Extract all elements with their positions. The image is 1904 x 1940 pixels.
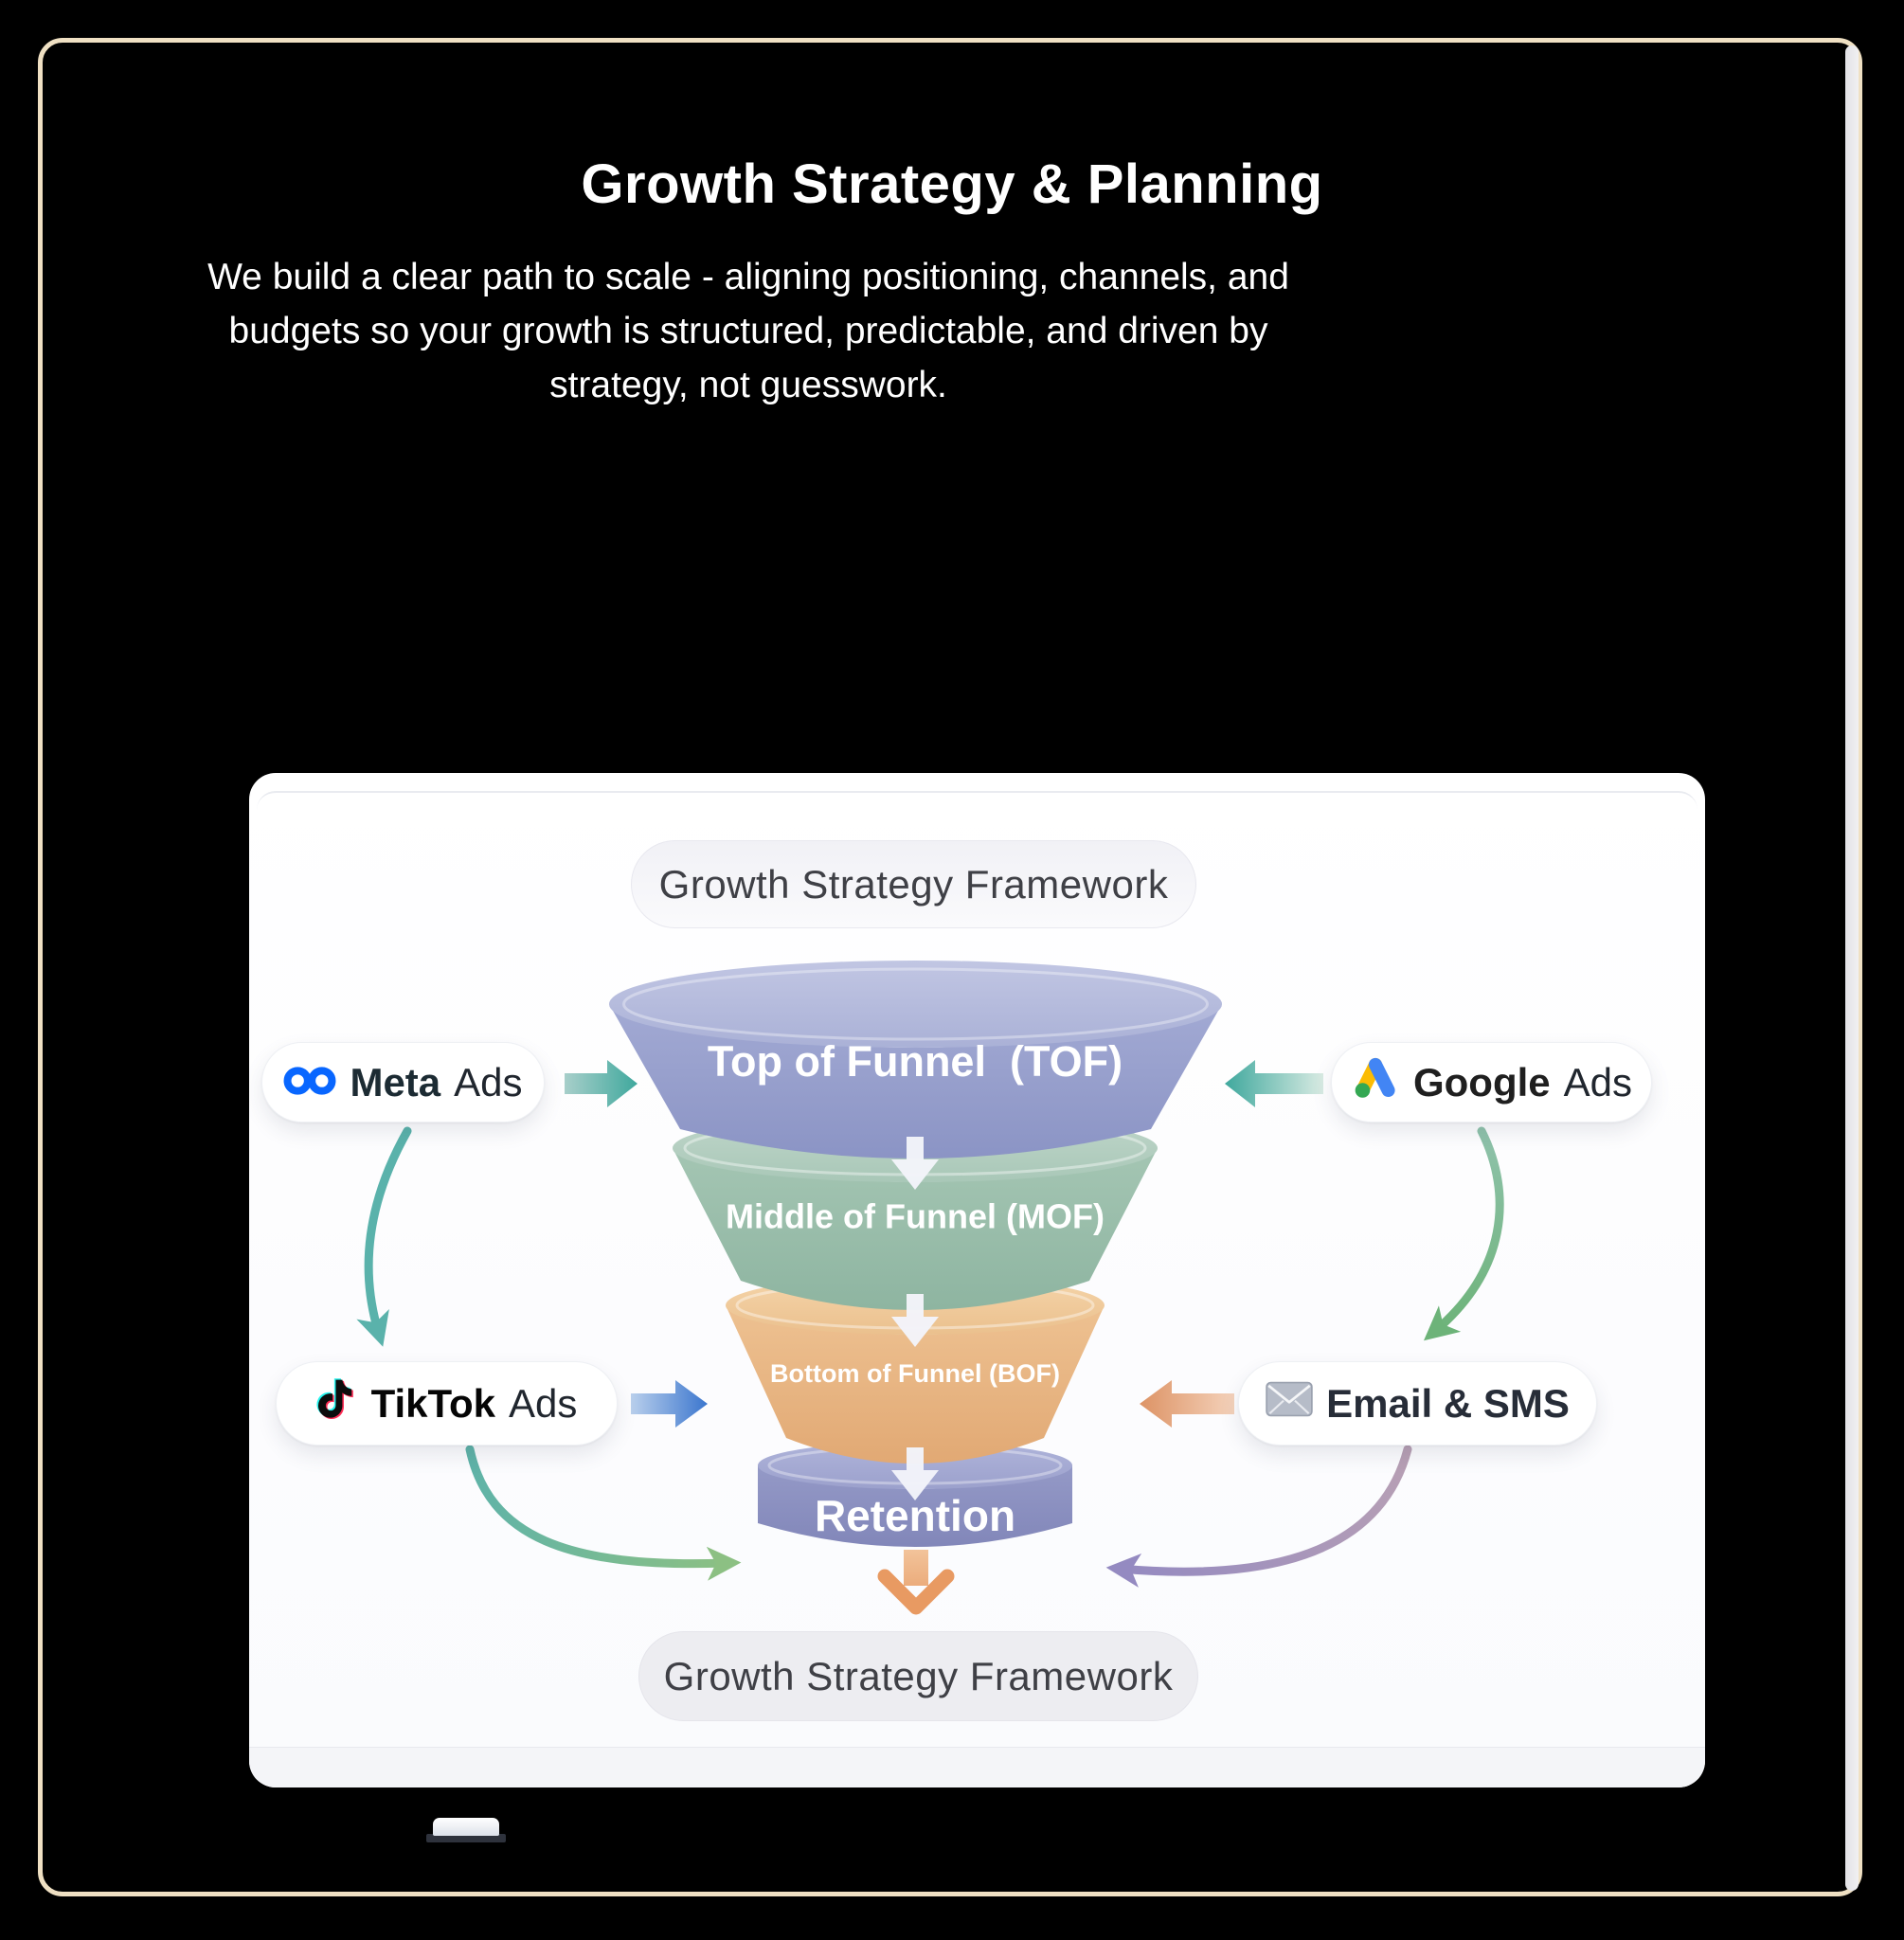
google-ads-brand: Google bbox=[1412, 1059, 1551, 1105]
tiktok-ads-suffix: Ads bbox=[509, 1380, 578, 1426]
bottom-framework-badge-label: Growth Strategy Framework bbox=[663, 1653, 1174, 1698]
card-bottom-strip bbox=[249, 1747, 1705, 1787]
tiktok-ads-pill: TikTok Ads bbox=[276, 1361, 618, 1446]
google-ads-icon bbox=[1351, 1055, 1400, 1110]
meta-ads-suffix: Ads bbox=[454, 1059, 523, 1105]
window-frame bbox=[38, 38, 1862, 1896]
page-description: We build a clear path to scale - alignin… bbox=[159, 250, 1338, 412]
page-title: Growth Strategy & Planning bbox=[581, 153, 1323, 215]
meta-infinity-icon bbox=[283, 1060, 336, 1105]
page-description-line: We build a clear path to scale - alignin… bbox=[207, 257, 1289, 297]
bottom-framework-badge: Growth Strategy Framework bbox=[638, 1631, 1198, 1721]
scrollbar[interactable] bbox=[1845, 45, 1859, 1891]
envelope-icon bbox=[1266, 1381, 1313, 1427]
page-description-line: strategy, not guesswork. bbox=[549, 365, 947, 405]
email-sms-label: Email & SMS bbox=[1326, 1380, 1570, 1426]
google-ads-suffix: Ads bbox=[1563, 1059, 1633, 1105]
top-framework-badge-label: Growth Strategy Framework bbox=[658, 861, 1169, 907]
tiktok-note-icon bbox=[316, 1376, 358, 1431]
partial-element-top bbox=[433, 1818, 499, 1836]
tiktok-ads-brand: TikTok bbox=[370, 1380, 496, 1426]
partial-element-base bbox=[426, 1834, 506, 1842]
meta-ads-brand: Meta bbox=[350, 1059, 441, 1105]
google-ads-pill: Google Ads bbox=[1331, 1042, 1652, 1123]
meta-ads-pill: Meta Ads bbox=[261, 1042, 545, 1123]
email-sms-pill: Email & SMS bbox=[1238, 1361, 1597, 1446]
card-top-edge bbox=[257, 791, 1697, 831]
page-description-line: budgets so your growth is structured, pr… bbox=[228, 311, 1268, 351]
top-framework-badge: Growth Strategy Framework bbox=[631, 840, 1196, 928]
